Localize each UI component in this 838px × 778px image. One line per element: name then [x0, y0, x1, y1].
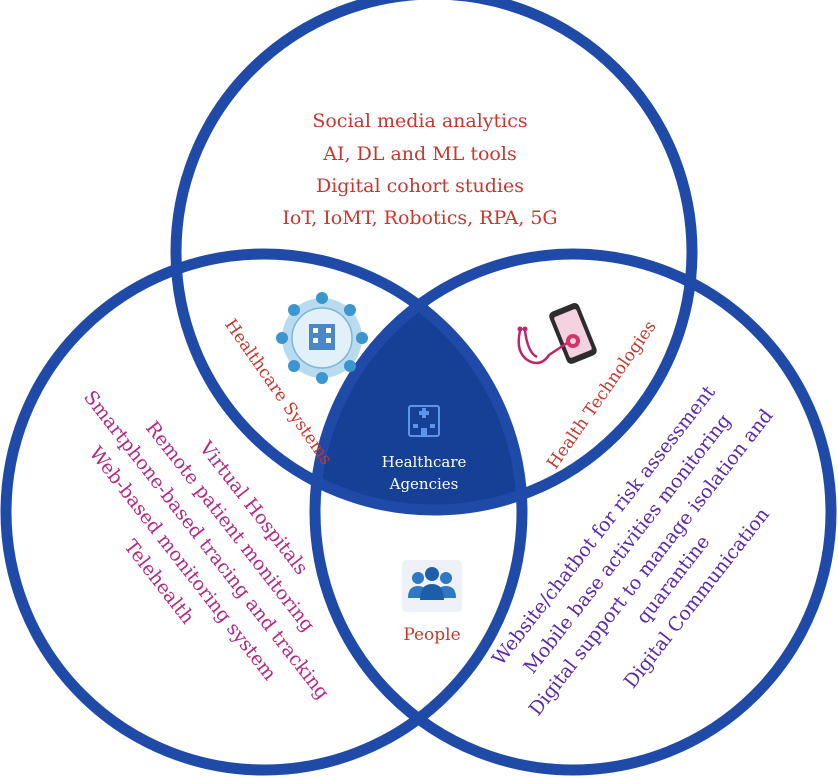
people-group-icon	[402, 560, 462, 612]
center-region	[315, 254, 522, 510]
top-circle-text: Social media analytics AI, DL and ML too…	[282, 110, 557, 229]
right-circle-text: Website/chatbot for risk assessment Mobi…	[488, 381, 778, 720]
left-circle-text: Virtual Hospitals Remote patient monitor…	[79, 387, 333, 704]
top-circle	[170, 0, 698, 516]
top-line-4: IoT, IoMT, Robotics, RPA, 5G	[282, 207, 557, 229]
phone-stethoscope-icon	[517, 302, 597, 365]
left-circle	[0, 248, 528, 776]
top-line-3: Digital cohort studies	[316, 175, 524, 197]
smart-hospital-network-icon	[276, 292, 368, 384]
people-label: People	[403, 625, 460, 645]
center-label-line2: Agencies	[389, 475, 459, 493]
hospital-building-icon	[408, 405, 440, 437]
top-line-1: Social media analytics	[312, 110, 527, 132]
right-circle	[309, 248, 837, 776]
top-line-2: AI, DL and ML tools	[322, 143, 516, 165]
center-label-line1: Healthcare	[382, 453, 467, 471]
